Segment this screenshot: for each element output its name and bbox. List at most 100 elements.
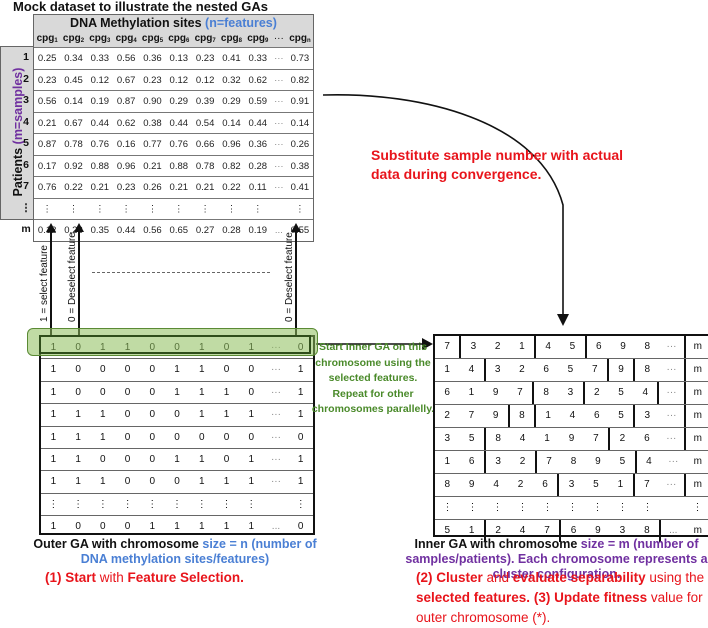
cluster-cell: ···: [657, 382, 683, 404]
column-subscript: 3: [107, 38, 111, 44]
deselect-arrow-right: [295, 228, 297, 336]
cluster-cell: 9: [595, 456, 601, 467]
gene-cell: 1: [149, 521, 156, 533]
dataset-cell: 0.35: [90, 225, 110, 236]
dataset-cell: 0.36: [248, 139, 268, 150]
patient-row-label: 5: [23, 137, 29, 149]
gene-cell: 0: [174, 476, 180, 488]
cluster-cell: m: [683, 359, 708, 381]
dataset-cell: 0.12: [195, 74, 215, 86]
inner-ga-start-note: Start Inner GA on this chromosome using …: [311, 341, 435, 415]
dataset-cell: ···: [274, 160, 284, 172]
dataset-cell: 0.54: [195, 117, 215, 129]
dataset-cell: 0.23: [37, 74, 57, 86]
dataset-cell: 0.34: [64, 53, 83, 64]
cluster-cell: m: [693, 525, 702, 536]
gene-cell: 0: [223, 431, 230, 443]
dataset-cell: ···: [274, 182, 284, 193]
cluster-cell: ⋮: [617, 502, 628, 513]
gene-cell: ···: [270, 431, 281, 443]
cluster-cell: 7: [593, 433, 599, 444]
gene-cell: 0: [248, 431, 255, 443]
gene-cell: 0: [75, 386, 81, 398]
gene-cell: 0: [75, 521, 81, 533]
column-subscript: 2: [80, 38, 85, 44]
gene-cell: ···: [270, 476, 281, 488]
dataset-cell: ⋮: [121, 203, 131, 215]
gene-cell: 1: [100, 431, 106, 443]
cluster-cell: 1: [468, 525, 475, 536]
gene-cell: ⋮: [97, 498, 108, 510]
gene-cell: 1: [174, 364, 180, 376]
dataset-cell: 0.27: [195, 225, 215, 236]
gene-cell: [264, 494, 289, 515]
gene-cell: 1: [223, 386, 230, 398]
cluster-cell: 9: [620, 341, 626, 352]
column-base: cpg: [141, 33, 160, 44]
gene-cell: ⋮: [196, 498, 207, 510]
gene-cell: 1: [198, 521, 205, 533]
dataset-cell: 0.11: [248, 182, 267, 193]
gene-cell: 1: [75, 476, 81, 488]
cluster-cell: 3: [557, 474, 583, 496]
selected-chromosome-border: [39, 335, 311, 354]
dataset-cell: 0.13: [169, 53, 189, 64]
gene-cell: ⋮: [48, 498, 59, 510]
dataset-cell: 0.21: [37, 117, 57, 129]
column-base: cpg: [36, 33, 55, 44]
dataset-cell: 0.25: [37, 53, 57, 64]
cluster-cell: 4: [569, 410, 576, 421]
cluster-cell: 6: [542, 479, 548, 490]
gene-cell: 0: [297, 521, 304, 533]
dataset-cell: 0.56: [116, 53, 136, 64]
dataset-cell: 0.28: [222, 225, 241, 236]
cluster-cell: 2: [519, 456, 526, 467]
gene-cell: 1: [297, 364, 304, 376]
column-subscript: 7: [212, 38, 216, 44]
dataset-cell: 0.39: [195, 96, 215, 107]
dataset-cell: 0.44: [116, 225, 136, 236]
column-base: cpg: [247, 33, 265, 44]
deselect-arrow: [78, 228, 80, 336]
dataset-cell: ⋮: [200, 203, 210, 215]
cluster-cell: 4: [642, 387, 649, 398]
gene-cell: 1: [198, 409, 205, 421]
gene-cell: ···: [270, 364, 281, 376]
dataset-cell: 0.76: [90, 139, 110, 150]
gene-cell: ···: [270, 386, 281, 398]
dataset-cell: 0.33: [90, 53, 110, 64]
dataset-cell: 0.67: [64, 117, 83, 129]
cluster-cell: m: [683, 382, 708, 404]
dataset-cell: 0.33: [248, 53, 268, 64]
dataset-row: ⋮⋮⋮⋮⋮⋮⋮⋮⋮⋮: [34, 197, 313, 219]
cluster-cell: 7: [468, 410, 475, 421]
outer-chromosome: ⋮⋮⋮⋮⋮⋮⋮⋮⋮⋮: [41, 494, 313, 517]
cluster-cell: 6: [444, 387, 450, 398]
column-header: ···: [271, 31, 287, 47]
cluster-cell: 8: [570, 456, 577, 467]
gene-cell: 1: [50, 364, 57, 376]
dataset-cell: ···: [274, 96, 284, 107]
gene-cell: ⋮: [147, 498, 158, 510]
column-header: cpg6: [166, 31, 192, 47]
gene-cell: 1: [248, 409, 255, 421]
select-arrow: [50, 228, 52, 336]
cluster-cell: [660, 497, 685, 519]
cluster-cell: 5: [593, 479, 599, 490]
dataset-cell: ⋮: [68, 203, 79, 215]
gene-cell: 0: [124, 431, 131, 443]
column-base: cpg: [62, 33, 81, 44]
cluster-cell: m: [683, 428, 708, 450]
cluster-cell: 6: [584, 336, 611, 358]
dataset-cell: 0.62: [116, 117, 136, 129]
gene-cell: 1: [75, 431, 81, 443]
gene-cell: 1: [248, 521, 255, 533]
